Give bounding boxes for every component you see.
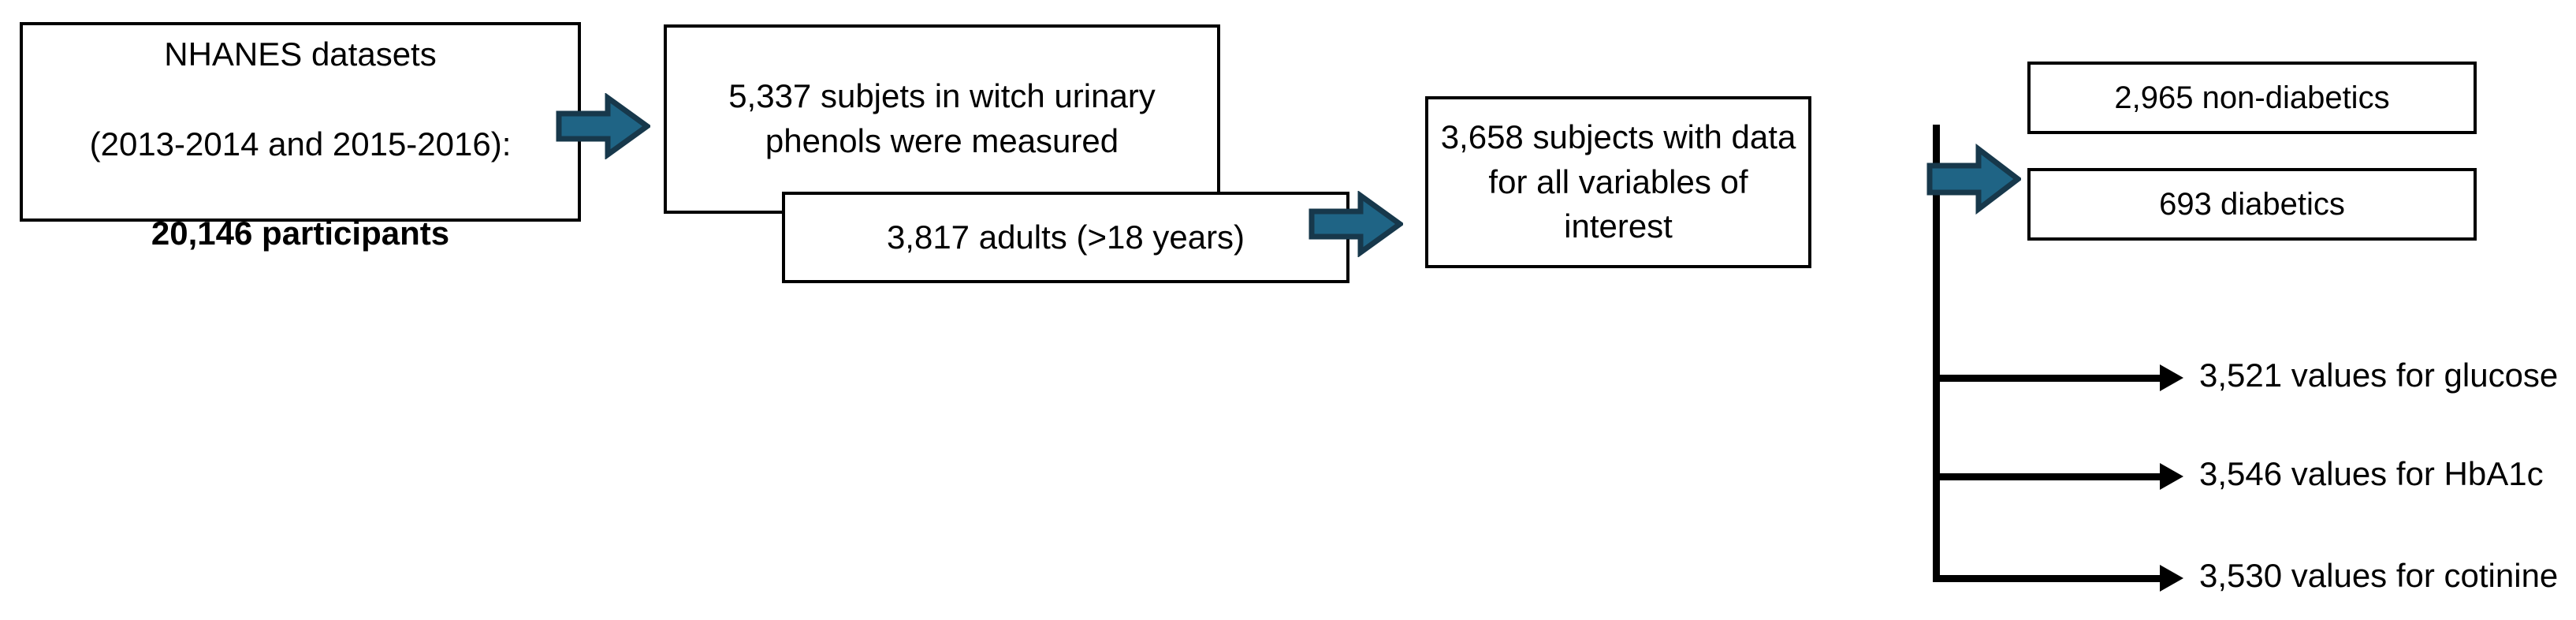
node-all-variables-text: 3,658 subjects with data for all variabl…: [1440, 118, 1796, 245]
arrowhead-icon: [2160, 364, 2183, 391]
node-adults-text: 3,817 adults (>18 years): [886, 218, 1245, 256]
connector-branch-glucose: [1933, 375, 2161, 382]
block-arrow-right-icon: [1926, 144, 2021, 215]
connector-trunk-vertical: [1933, 125, 1940, 582]
connector-branch-hba1c: [1933, 473, 2161, 480]
node-non-diabetics-text: 2,965 non-diabetics: [2114, 80, 2390, 115]
node-all-variables-of-interest: 3,658 subjects with data for all variabl…: [1425, 96, 1811, 268]
branch-label-glucose: 3,521 values for glucose: [2199, 357, 2559, 394]
arrowhead-icon: [2160, 565, 2183, 592]
node-adults: 3,817 adults (>18 years): [782, 192, 1349, 283]
branch-label-hba1c: 3,546 values for HbA1c: [2199, 455, 2544, 492]
node-nhanes-text: NHANES datasets (2013-2014 and 2015-2016…: [23, 0, 578, 256]
node-diabetics-text: 693 diabetics: [2159, 187, 2345, 222]
nhanes-line-1: NHANES datasets: [164, 35, 437, 73]
node-urinary-phenols: 5,337 subjets in witch urinary phenols w…: [664, 24, 1220, 214]
branch-label-cotinine: 3,530 values for cotinine: [2199, 557, 2559, 594]
node-urinary-phenols-text: 5,337 subjets in witch urinary phenols w…: [728, 77, 1156, 159]
nhanes-line-2: (2013-2014 and 2015-2016):: [89, 125, 512, 162]
block-arrow-right-icon: [556, 93, 650, 159]
node-non-diabetics: 2,965 non-diabetics: [2027, 62, 2477, 134]
arrowhead-icon: [2160, 463, 2183, 490]
node-diabetics: 693 diabetics: [2027, 168, 2477, 241]
node-nhanes-datasets: NHANES datasets (2013-2014 and 2015-2016…: [20, 22, 581, 252]
connector-branch-cotinine: [1933, 575, 2161, 582]
block-arrow-right-icon: [1308, 191, 1403, 257]
nhanes-line-3-participants: 20,146 participants: [151, 214, 450, 252]
